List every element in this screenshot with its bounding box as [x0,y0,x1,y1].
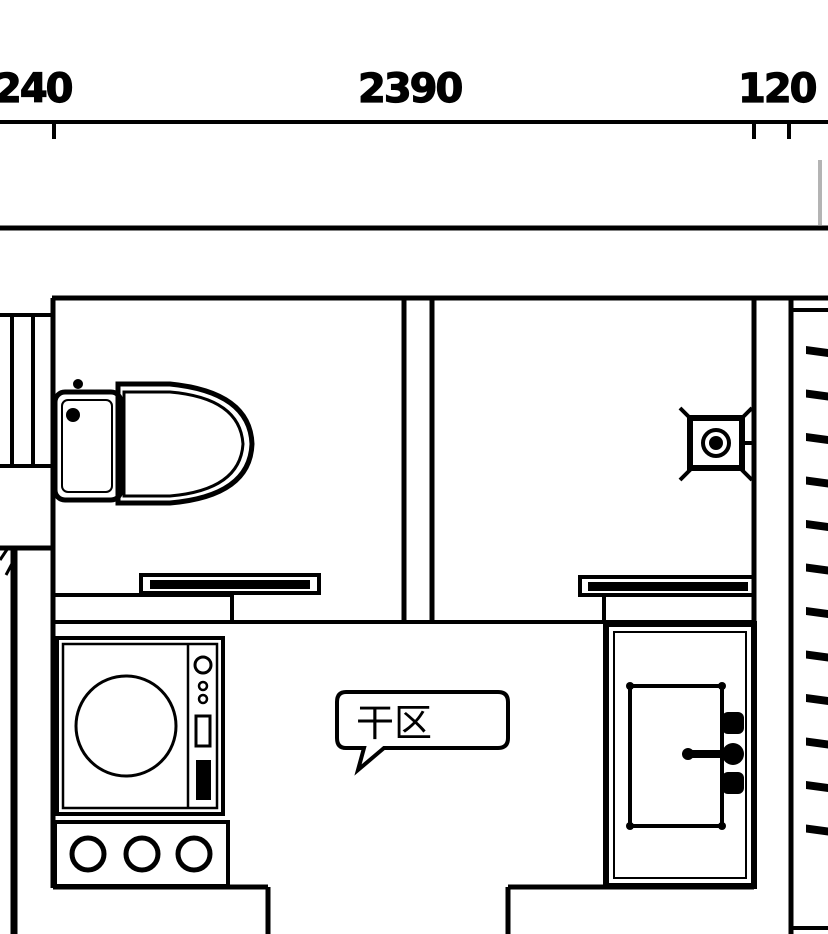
wall [0,547,10,561]
window-hatch-mark [806,607,828,618]
dimension-label-middle: 2390 [358,66,461,112]
window-hatch-mark [806,694,828,705]
window-hatch [806,346,828,836]
window-hatch-mark [806,824,828,836]
wash-basin-icon [603,621,757,889]
dry-zone-callout: 干区 [335,690,510,776]
window-hatch-mark [806,737,828,749]
wall [4,559,16,576]
window-hatch-mark [806,520,828,531]
window-hatch-mark [806,563,828,575]
window-hatch-mark [806,781,828,792]
window-hatch-mark [806,389,828,401]
toilet-icon [52,379,255,506]
window-hatch-mark [806,346,828,357]
dimension-label-right: 120 [738,66,816,112]
dimension-line-group: 240 2390 120 [0,65,828,139]
dry-zone-label: 干区 [356,701,432,745]
washing-machine-icon [53,636,230,888]
window-hatch-mark [806,650,828,662]
dimension-label-left: 240 [0,66,72,112]
shower-drain-icon [678,406,754,482]
door-threshold [53,573,321,622]
window-hatch-mark [806,476,828,488]
door-threshold [578,575,756,622]
window-hatch-mark [806,433,828,444]
